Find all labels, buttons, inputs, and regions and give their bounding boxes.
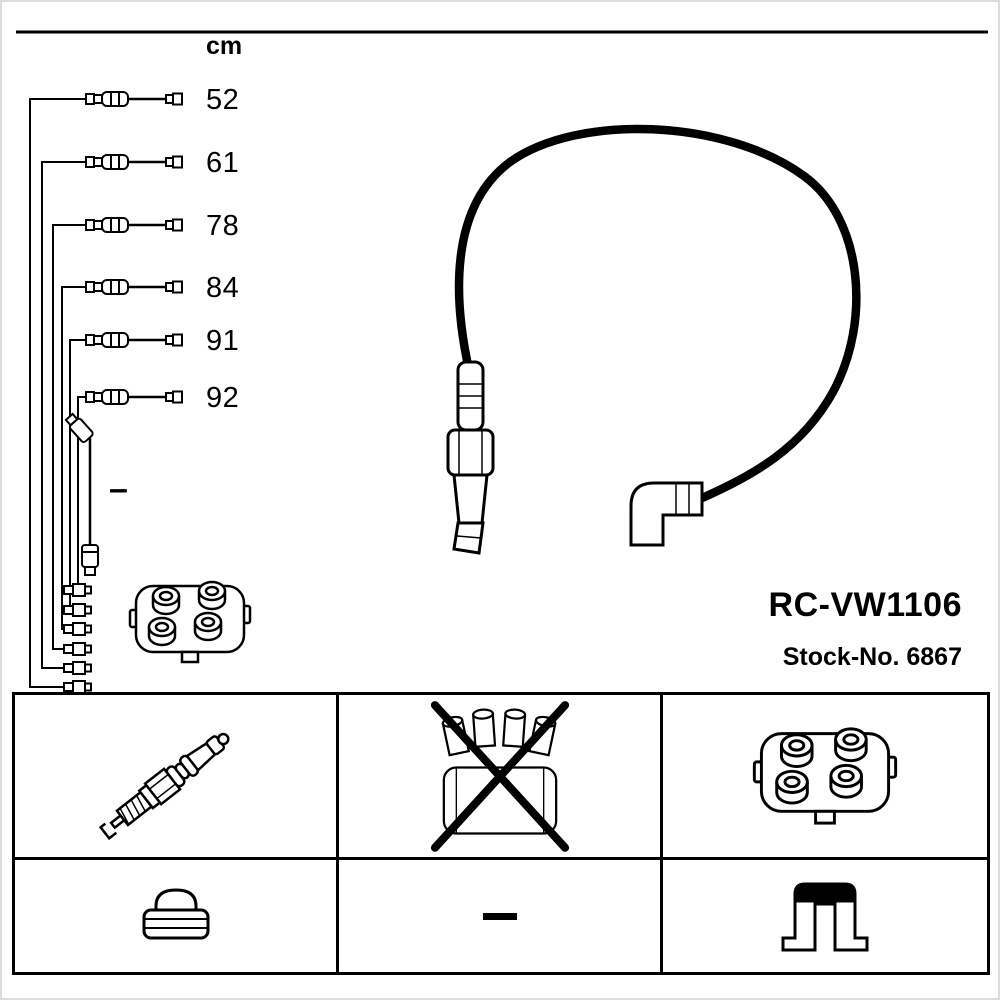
cable-length-label: 92 (206, 382, 240, 414)
spark-plug-icon (98, 732, 230, 841)
legend-cell-dash (339, 860, 663, 972)
coil-cable-short-icon (64, 412, 99, 576)
cable-length-label: 52 (206, 84, 240, 116)
stock-number: Stock-No. 6867 (782, 643, 962, 671)
mounting-bracket-icon (781, 882, 869, 952)
cable-length-label: 78 (206, 210, 240, 242)
legend-grid (12, 692, 990, 975)
coil-wire-with-boots-icon (446, 124, 861, 555)
distributor-cap-icon (128, 580, 252, 664)
legend-cell-rubber-boot (15, 860, 339, 972)
unlabeled-length-mark: – (109, 470, 128, 508)
rubber-boot-icon (142, 888, 209, 940)
distributor-cap-crossed-out-icon (430, 701, 569, 852)
ignition-cable-icons (84, 90, 184, 406)
legend-cell-distributor-cap (663, 695, 987, 860)
cable-harness-lines (29, 98, 86, 688)
cable-length-label: 61 (206, 147, 240, 179)
elbow-boot (629, 481, 704, 547)
wire-curve (454, 124, 861, 504)
unit-header: cm (206, 32, 243, 60)
cross-out-mark (430, 701, 569, 852)
legend-cell-spark-plug (15, 695, 339, 860)
diagram-art (16, 30, 988, 692)
cable-length-label: 91 (206, 325, 240, 357)
legend-cell-mounting-bracket (663, 860, 987, 972)
coil-boot (446, 360, 495, 555)
distributor-cap-icon (752, 727, 898, 825)
cable-length-label: 84 (206, 272, 240, 304)
product-code: RC-VW1106 (768, 586, 962, 624)
distributor-end-connectors (63, 583, 92, 692)
legend-cell-distributor-cap-crossed (339, 695, 663, 860)
dash-mark (482, 912, 517, 920)
